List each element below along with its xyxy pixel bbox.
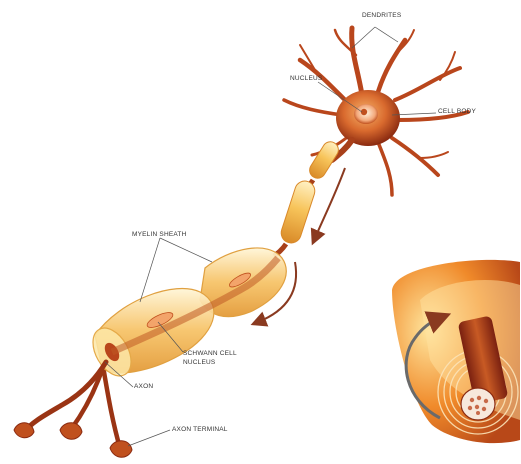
signal-arrow-upper: [315, 168, 345, 238]
axon-upper-segments: [274, 139, 352, 256]
label-schwann-nucleus: NUCLEUS: [183, 359, 215, 367]
label-schwann-cell: SCHWANN CELL: [183, 350, 237, 358]
label-dendrites: DENDRITES: [362, 12, 401, 20]
myelin-cross-section-inset: [380, 250, 521, 450]
label-axon: AXON: [134, 383, 153, 391]
label-cell-body: CELL BODY: [438, 108, 476, 116]
label-nucleus: NUCLEUS: [290, 75, 322, 83]
label-axon-terminal: AXON TERMINAL: [172, 426, 228, 434]
label-myelin-sheath: MYELIN SHEATH: [132, 231, 187, 239]
